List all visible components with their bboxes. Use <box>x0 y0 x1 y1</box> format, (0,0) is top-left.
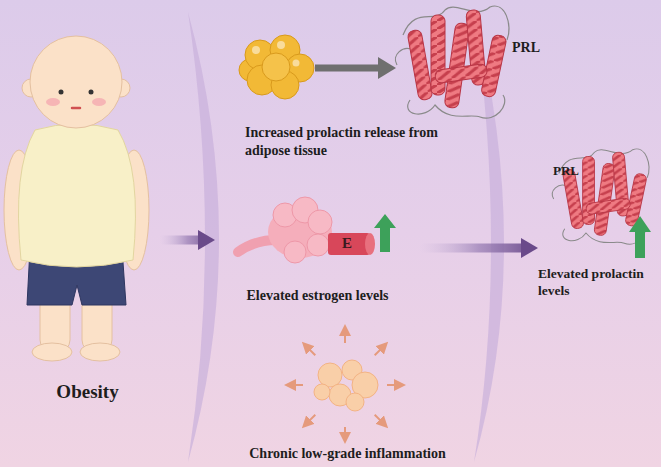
concept-node: Chronic low-grade inflammation <box>235 335 460 463</box>
arrow-head <box>521 238 538 258</box>
node-label: Elevated estrogen levels <box>246 287 388 305</box>
molecule-label: PRL <box>553 163 579 179</box>
inflammation-cluster <box>290 330 400 438</box>
eye <box>89 90 94 95</box>
prolactin-protein <box>395 6 509 118</box>
foot <box>32 343 72 361</box>
shirt <box>18 124 135 267</box>
node-label: Increased prolactin release from adipose… <box>245 124 445 160</box>
mouth <box>72 107 80 110</box>
concept-node: Obesity <box>15 30 160 405</box>
release-arrow <box>315 57 396 79</box>
flow-arrow <box>420 238 538 258</box>
bracket-shape <box>188 12 219 462</box>
molecule-label: PRL <box>512 40 540 56</box>
arrow-shaft <box>420 244 521 253</box>
blush <box>46 98 60 106</box>
concept-node: Increased prolactin release from adipose… <box>245 5 525 160</box>
adipose-cells <box>239 35 314 99</box>
node-label: Chronic low-grade inflammation <box>249 445 446 463</box>
ovary-organ <box>238 197 332 263</box>
obese-person-figure <box>4 36 149 361</box>
concept-node: Elevated estrogen levels <box>215 195 420 305</box>
arrow-head <box>198 230 215 250</box>
node-label: Elevated prolactin levels <box>538 265 658 300</box>
increase-arrow <box>374 214 396 252</box>
eye <box>59 90 64 95</box>
estrogen-cylinder <box>328 233 375 255</box>
increase-arrow <box>629 216 651 258</box>
foot <box>80 343 120 361</box>
blush <box>92 98 106 106</box>
flow-arrow <box>160 230 215 250</box>
arrow-shaft <box>160 236 198 245</box>
head <box>30 36 122 128</box>
node-label: Obesity <box>56 380 118 405</box>
molecule-label: E <box>342 235 352 252</box>
